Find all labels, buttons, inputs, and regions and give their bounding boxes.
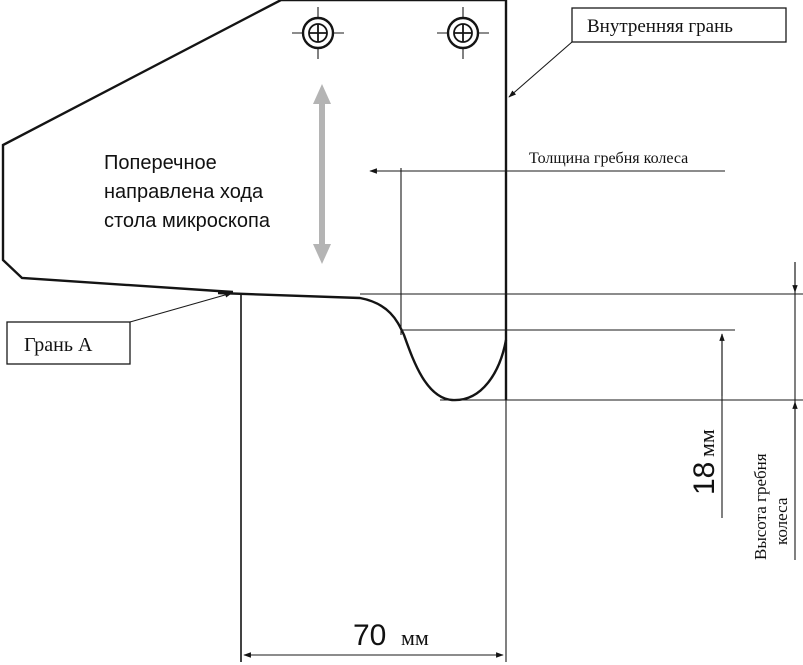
screw-icon	[437, 7, 489, 59]
flange-thickness-label: Толщина гребня колеса	[529, 150, 688, 167]
width-dimension-unit: мм	[401, 625, 429, 650]
screw-icon	[292, 7, 344, 59]
traverse-label-line1: Поперечное	[104, 152, 217, 174]
face-a-leader	[129, 292, 233, 323]
face-a-label: Грань А	[24, 334, 93, 356]
traverse-label-line2: направлена хода	[104, 181, 264, 203]
traverse-label-line3: стола микроскопа	[104, 210, 271, 232]
inner-face-leader	[508, 41, 573, 98]
inner-face-label: Внутренняя грань	[587, 16, 733, 37]
inner-face-label-box	[571, 7, 787, 43]
flange-height-label-line1: Высота гребня	[751, 453, 770, 560]
width-dimension-value: 70	[353, 619, 386, 652]
gauge-body	[1, 0, 505, 294]
face-a-label-box	[6, 321, 131, 365]
height-dimension-value: 18	[688, 462, 721, 495]
wheel-flange-profile	[217, 291, 508, 402]
double-arrow-icon	[313, 84, 331, 264]
height-dimension-unit: мм	[694, 429, 719, 457]
flange-height-label-line2: колеса	[772, 497, 791, 545]
